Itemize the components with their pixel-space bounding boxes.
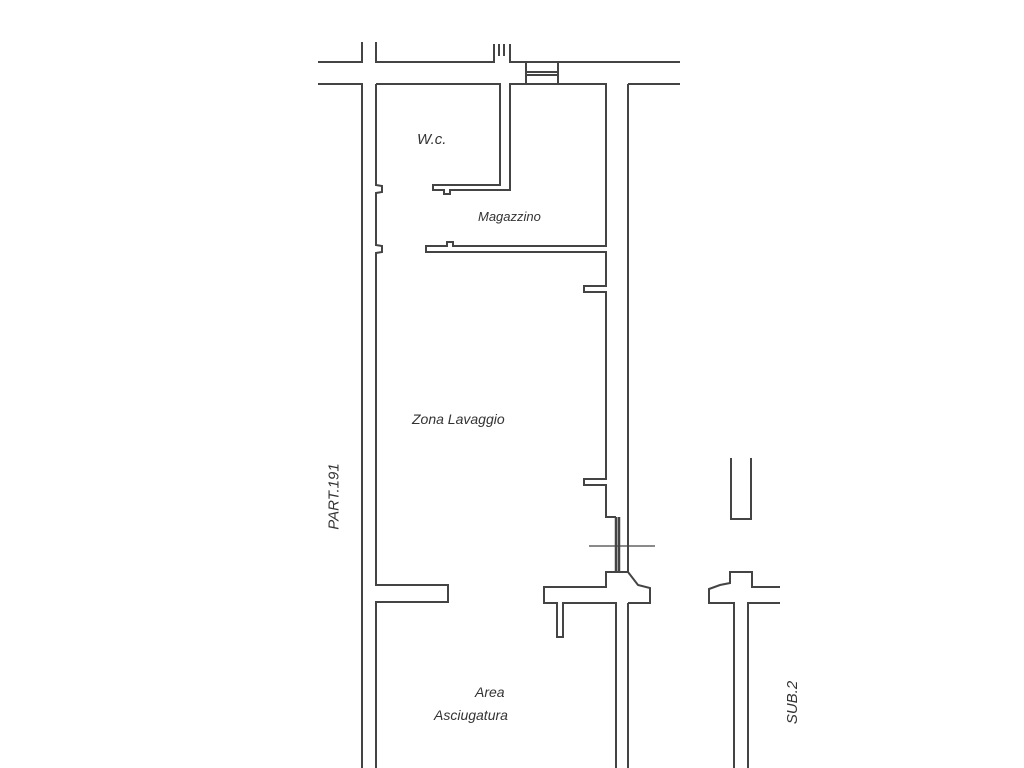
pillars xyxy=(543,458,780,768)
room-label-area: Area xyxy=(475,684,505,700)
parcel-label-part191: PART.191 xyxy=(325,463,343,530)
partition-stub xyxy=(730,458,752,520)
wc-walls xyxy=(375,83,616,768)
door-opening xyxy=(589,517,655,572)
room-label-zona-lavaggio: Zona Lavaggio xyxy=(412,411,505,427)
top-walls xyxy=(318,42,680,768)
parcel-label-sub2: SUB.2 xyxy=(784,680,802,725)
window xyxy=(525,62,559,84)
room-label-wc: W.c. xyxy=(417,131,447,148)
room-label-asciugatura: Asciugatura xyxy=(434,707,508,723)
room-label-magazzino: Magazzino xyxy=(478,209,541,224)
